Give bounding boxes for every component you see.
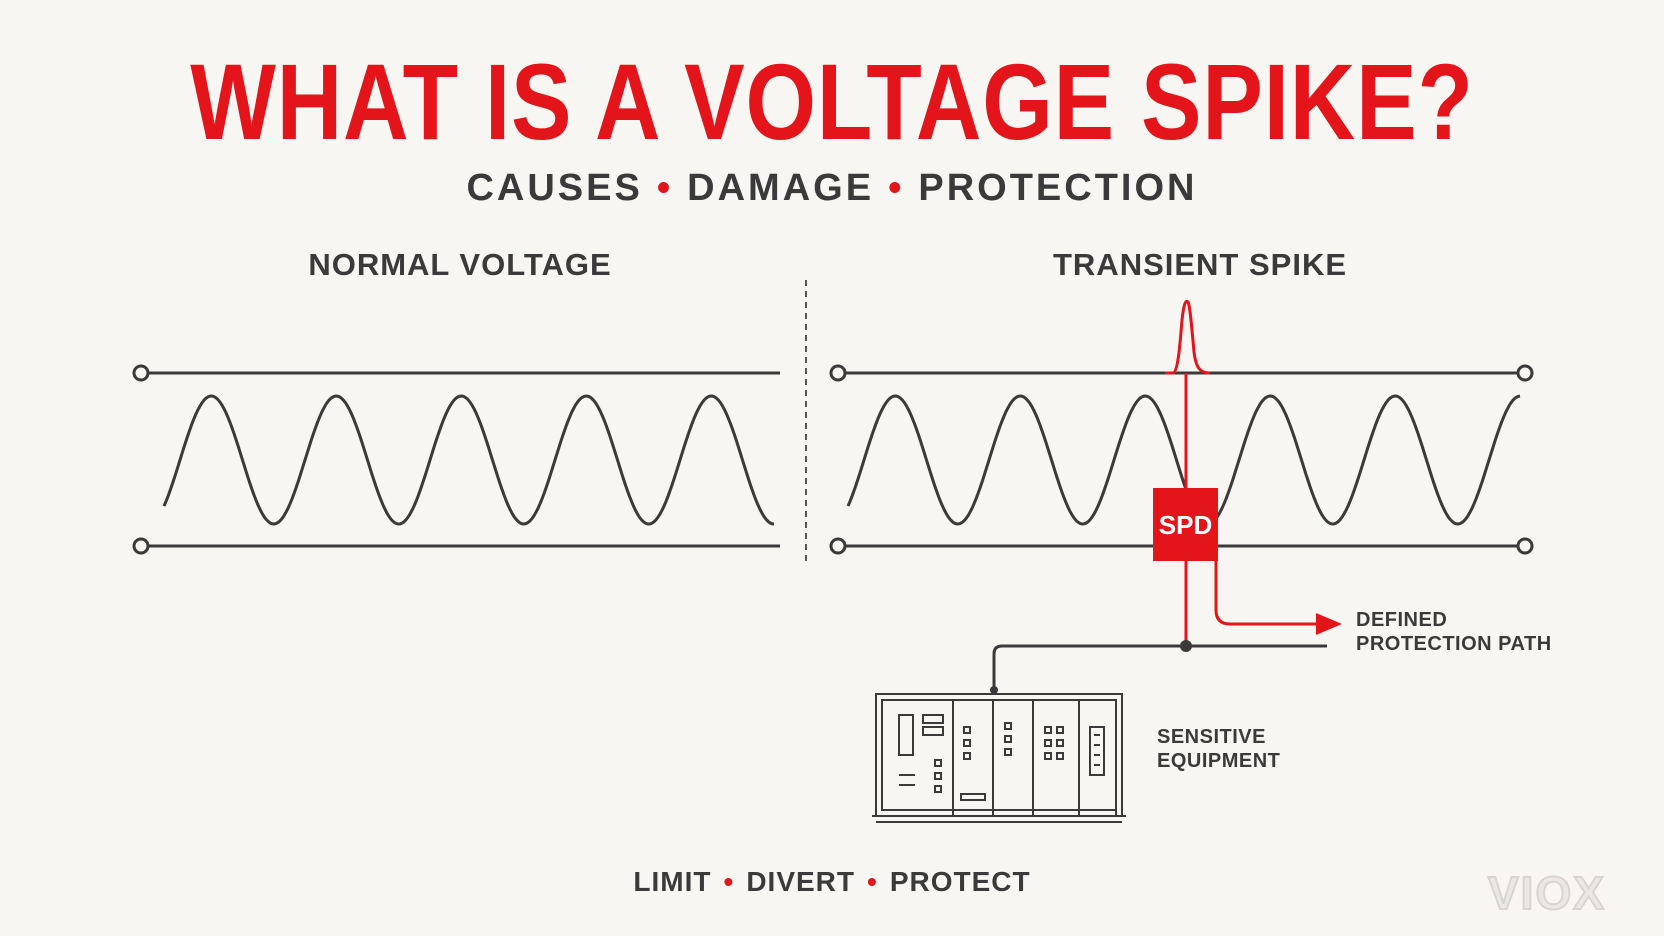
normal-voltage-panel bbox=[132, 364, 780, 555]
tagline: LIMIT • DIVERT • PROTECT bbox=[0, 864, 1664, 900]
equipment-feed-line bbox=[992, 644, 1327, 690]
subtitle: CAUSES • DAMAGE • PROTECTION bbox=[0, 164, 1664, 212]
protection-path-line-2: PROTECTION PATH bbox=[1356, 633, 1552, 655]
tagline-separator: • bbox=[867, 866, 878, 897]
wire-terminal-icon bbox=[829, 537, 847, 555]
tagline-item-divert: DIVERT bbox=[746, 866, 855, 897]
subtitle-separator: • bbox=[656, 167, 674, 209]
normal-voltage-label: NORMAL VOLTAGE bbox=[308, 247, 612, 282]
junction-node bbox=[1180, 640, 1192, 652]
wire-terminal-icon bbox=[829, 364, 847, 382]
subtitle-item-protection: PROTECTION bbox=[918, 167, 1198, 209]
tagline-item-limit: LIMIT bbox=[633, 866, 712, 897]
viox-logo: VIOX bbox=[1487, 867, 1606, 919]
spd-box bbox=[1153, 488, 1218, 561]
page-title: WHAT IS A VOLTAGE SPIKE? bbox=[190, 41, 1474, 162]
spd-label: SPD bbox=[1159, 510, 1212, 540]
wire-terminal-icon bbox=[132, 364, 150, 382]
equipment-label: SENSITIVE EQUIPMENT bbox=[1157, 725, 1280, 773]
tagline-item-protect: PROTECT bbox=[889, 866, 1031, 897]
protection-path-label: DEFINED PROTECTION PATH bbox=[1356, 608, 1552, 656]
diversion-path bbox=[1214, 560, 1318, 626]
wire-terminal-icon bbox=[1516, 537, 1534, 555]
equipment-label-line-1: SENSITIVE bbox=[1157, 726, 1266, 748]
equipment-connector bbox=[990, 686, 998, 694]
subtitle-item-damage: DAMAGE bbox=[687, 167, 875, 209]
arrow-right-icon bbox=[1316, 613, 1342, 635]
transient-sine-wave bbox=[846, 394, 1521, 526]
equipment-label-line-2: EQUIPMENT bbox=[1157, 750, 1281, 772]
subtitle-item-causes: CAUSES bbox=[466, 167, 643, 209]
wire-terminal-icon bbox=[1516, 364, 1534, 382]
protection-path-line-1: DEFINED bbox=[1356, 609, 1448, 631]
subtitle-separator: • bbox=[888, 167, 905, 209]
normal-sine-wave bbox=[162, 394, 775, 526]
voltage-spike bbox=[1165, 299, 1211, 375]
transient-spike-label: TRANSIENT SPIKE bbox=[1052, 247, 1348, 282]
tagline-separator: • bbox=[723, 866, 735, 897]
equipment-rack-icon bbox=[872, 693, 1126, 823]
wire-terminal-icon bbox=[132, 537, 150, 555]
transient-spike-panel: SPD bbox=[829, 299, 1534, 694]
